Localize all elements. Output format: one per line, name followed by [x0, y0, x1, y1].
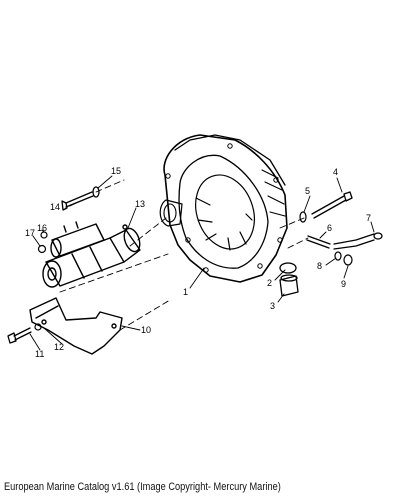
long-bolt — [311, 191, 353, 219]
starter-motor — [42, 221, 141, 288]
callout-12: 12 — [54, 342, 64, 352]
flywheel-housing — [159, 134, 288, 283]
callout-14: 14 — [50, 202, 60, 212]
image-caption: European Marine Catalog v1.61 (Image Cop… — [4, 481, 281, 493]
callout-5: 5 — [305, 186, 310, 196]
callout-13: 13 — [135, 199, 145, 209]
heat-shield — [29, 297, 123, 355]
leader-lines — [29, 175, 375, 351]
callout-11: 11 — [35, 349, 44, 359]
grommet — [279, 262, 297, 274]
callout-2: 2 — [267, 278, 272, 288]
terminal-nut-washer — [37, 231, 48, 254]
callout-9: 9 — [341, 279, 346, 289]
callout-3: 3 — [270, 301, 275, 311]
shield-washer — [34, 323, 42, 331]
cable-lug — [333, 232, 383, 250]
callout-6: 6 — [327, 223, 332, 233]
shield-bolt — [7, 327, 32, 344]
bushing — [279, 274, 299, 297]
lug-washer — [334, 251, 342, 261]
callout-16: 16 — [37, 223, 47, 233]
callout-4: 4 — [333, 167, 338, 177]
stud — [306, 235, 331, 249]
callout-15: 15 — [111, 166, 121, 176]
lug-nut — [343, 254, 353, 266]
callout-7: 7 — [366, 213, 371, 223]
starter-bolt — [61, 186, 100, 211]
callout-8: 8 — [317, 261, 322, 271]
bolt-washer — [299, 211, 307, 223]
callout-17: 17 — [25, 228, 35, 238]
assembly-dash-lines — [59, 179, 309, 331]
callout-10: 10 — [141, 325, 151, 335]
callout-1: 1 — [183, 287, 188, 297]
